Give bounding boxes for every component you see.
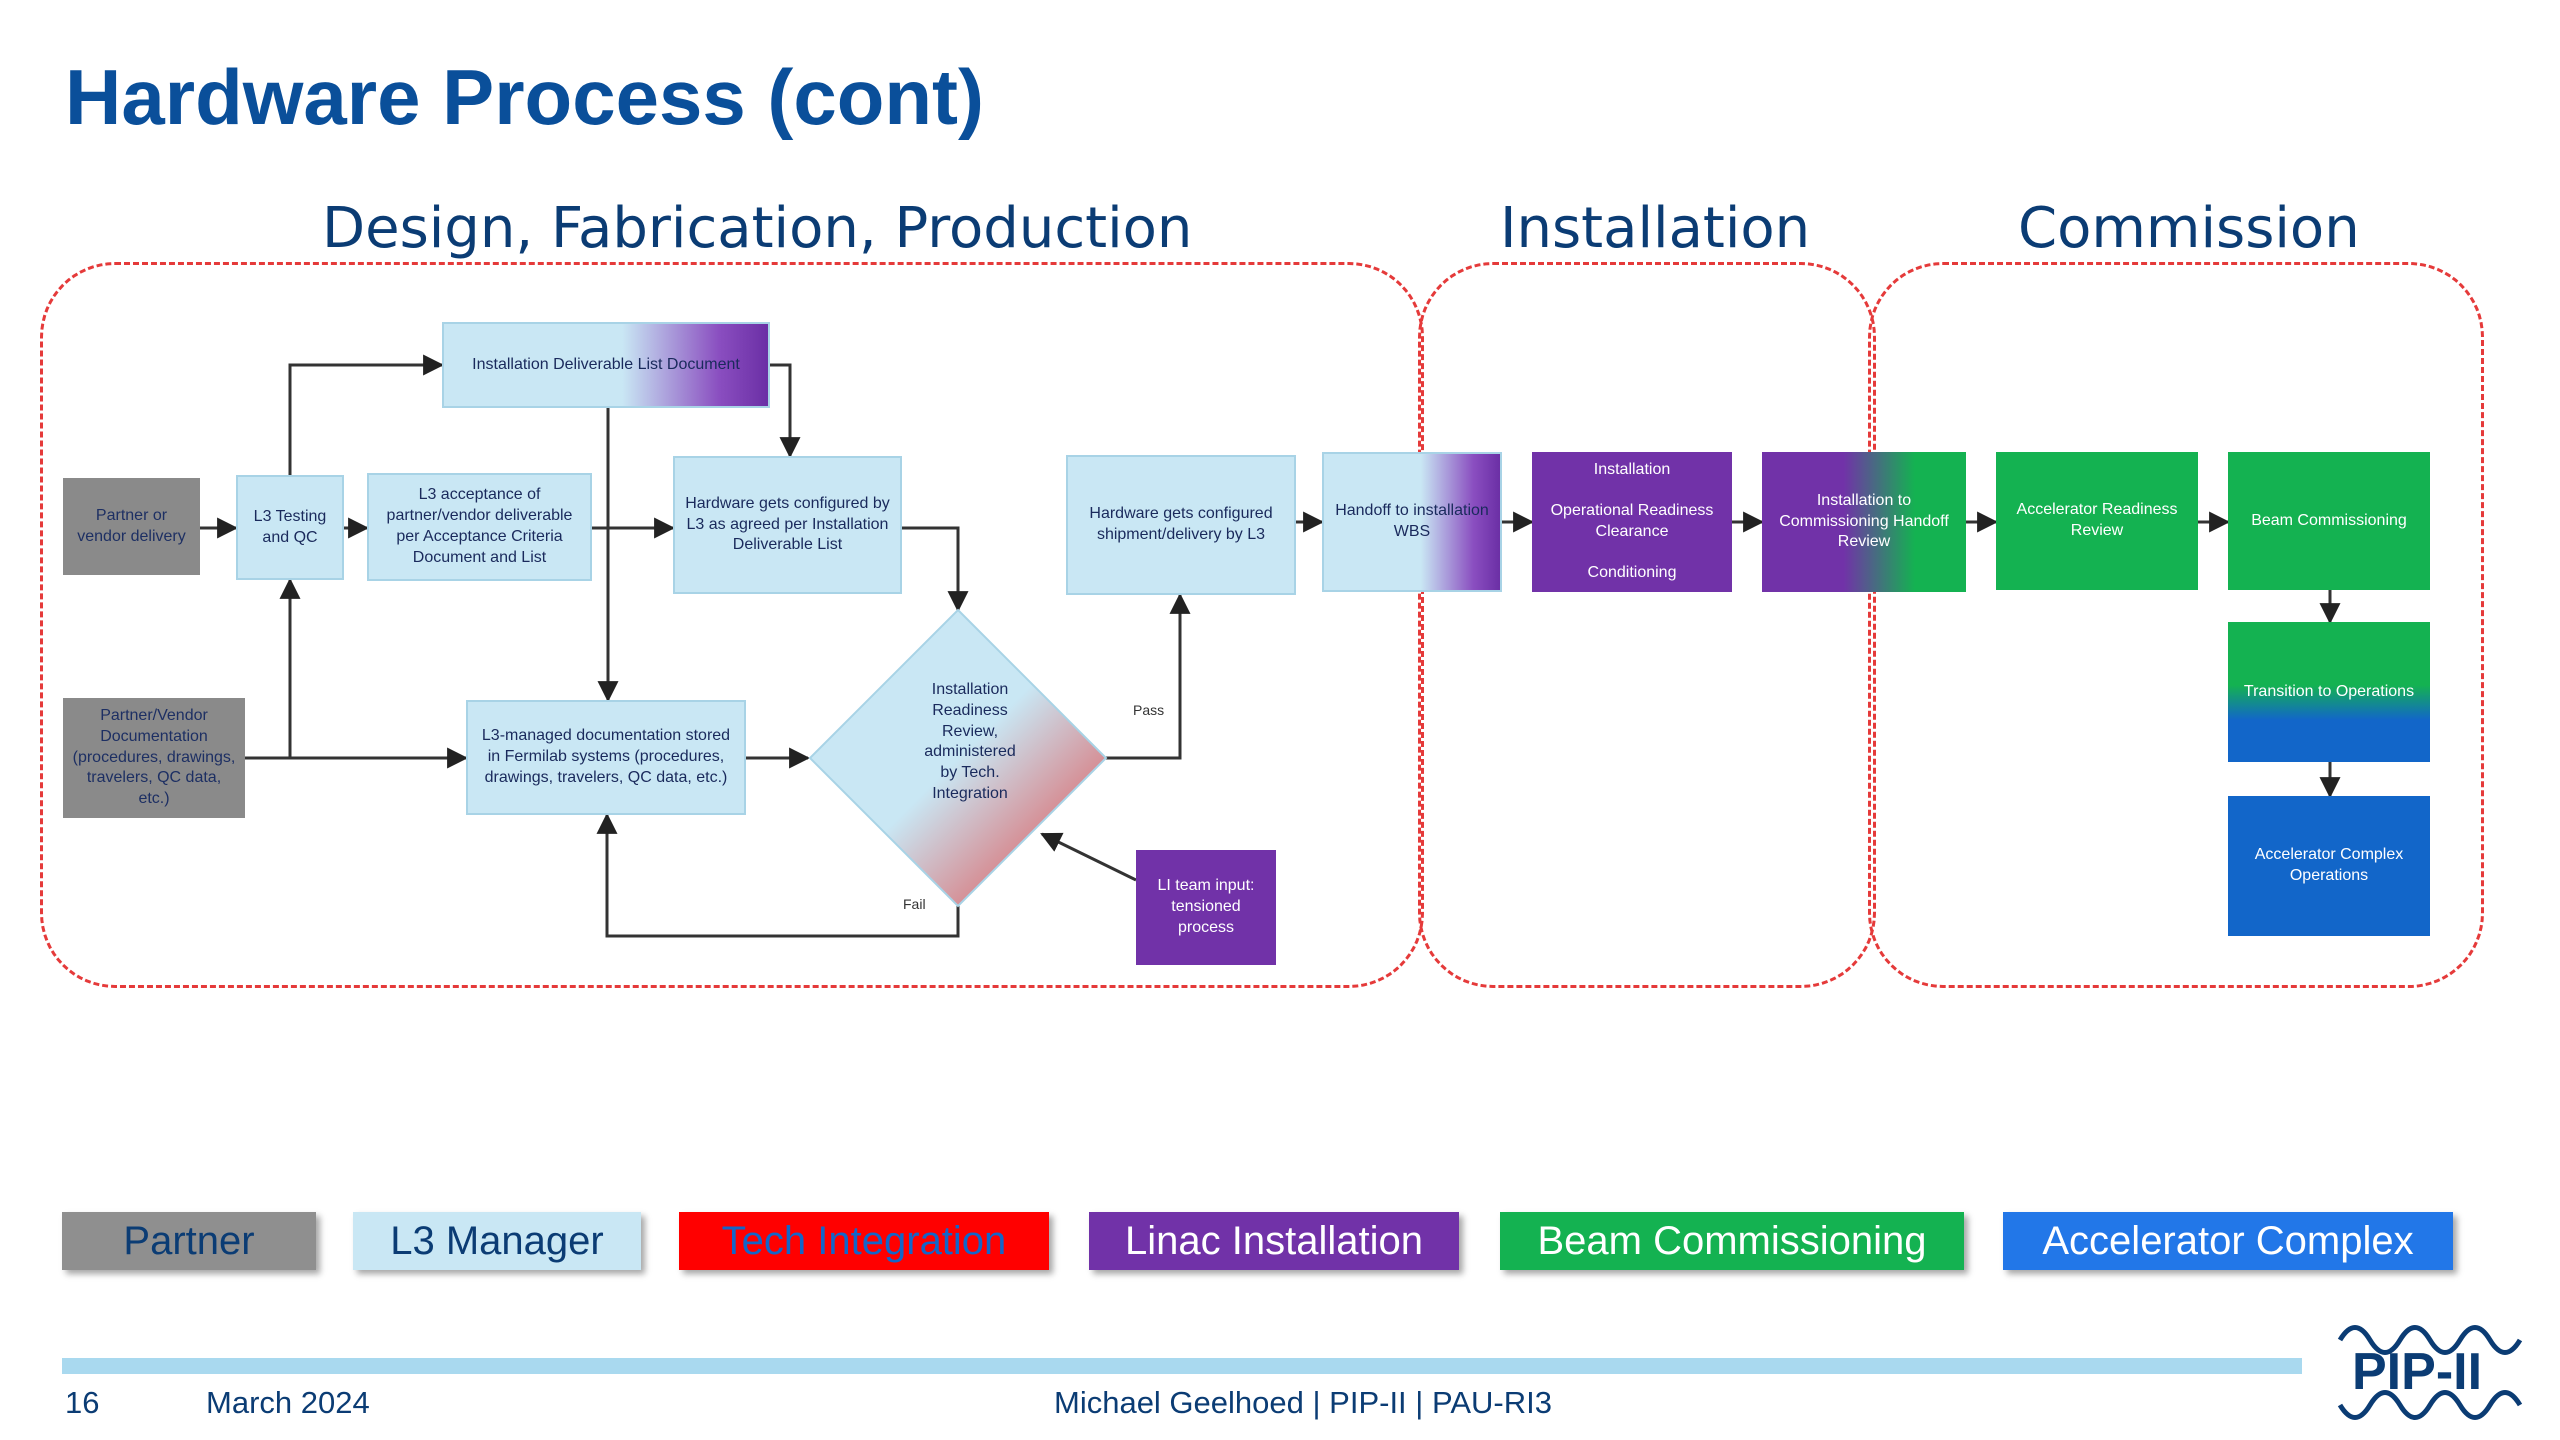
node-partner-vendor-documentation: Partner/Vendor Documentation (procedures… bbox=[63, 698, 245, 818]
legend-partner: Partner bbox=[62, 1212, 316, 1270]
node-handoff-installation-wbs: Handoff to installation WBS bbox=[1322, 452, 1502, 592]
node-partner-vendor-delivery: Partner or vendor delivery bbox=[63, 478, 200, 575]
phase-installation-region bbox=[1418, 262, 1876, 988]
phase-design-region bbox=[40, 262, 1424, 988]
logo-wave-icon bbox=[2337, 1325, 2523, 1420]
edge-li-input-to-review bbox=[1040, 832, 1137, 882]
legend-beam-commissioning: Beam Commissioning bbox=[1500, 1212, 1964, 1270]
edge-review-pass bbox=[1106, 592, 1191, 760]
section-design-label: Design, Fabrication, Production bbox=[322, 196, 1193, 261]
node-transition-operations: Transition to Operations bbox=[2228, 622, 2430, 762]
node-accelerator-readiness-review: Accelerator Readiness Review bbox=[1996, 452, 2198, 590]
node-li-team-input: LI team input: tensioned process bbox=[1136, 850, 1276, 965]
page-number: 16 bbox=[65, 1385, 100, 1420]
legend-linac-installation: Linac Installation bbox=[1089, 1212, 1459, 1270]
legend-tech-integration: Tech Integration bbox=[679, 1212, 1049, 1270]
pip-ii-logo: PIP-II bbox=[2330, 1310, 2530, 1430]
footer-divider bbox=[62, 1358, 2302, 1374]
node-accelerator-complex-operations: Accelerator Complex Operations bbox=[2228, 796, 2430, 936]
decision-diamond-shape bbox=[808, 608, 1108, 908]
section-commission-label: Commission bbox=[2018, 196, 2360, 261]
conditioning-label: Conditioning bbox=[1587, 564, 1677, 582]
installation-label: Installation bbox=[1593, 461, 1671, 478]
legend-l3-manager: L3 Manager bbox=[353, 1212, 641, 1270]
presenter-info: Michael Geelhoed | PIP-II | PAU-RI3 bbox=[1054, 1385, 1552, 1420]
node-installation-deliverable-list: Installation Deliverable List Document bbox=[442, 322, 770, 408]
edge-documentation-to-testing bbox=[245, 577, 301, 760]
edge-label-pass: Pass bbox=[1133, 702, 1165, 718]
node-hardware-configured-l3: Hardware gets configured by L3 as agreed… bbox=[673, 456, 902, 594]
node-beam-commissioning: Beam Commissioning bbox=[2228, 452, 2430, 590]
edge-configured-to-review bbox=[902, 526, 969, 613]
node-installation-readiness-review: Installation Readiness Review, administe… bbox=[924, 681, 1016, 802]
edge-label-fail: Fail bbox=[903, 896, 926, 912]
phase-commission-region bbox=[1868, 262, 2484, 988]
node-l3-acceptance: L3 acceptance of partner/vendor delivera… bbox=[367, 473, 592, 581]
edge-testing-to-deliverable-list bbox=[288, 354, 445, 475]
node-l3-testing-qc: L3 Testing and QC bbox=[236, 475, 344, 580]
logo-text: PIP-II bbox=[2352, 1343, 2483, 1401]
presentation-date: March 2024 bbox=[206, 1385, 370, 1420]
edge-review-fail bbox=[596, 812, 960, 938]
node-installation-operational-readiness: Installation Operational Readiness Clear… bbox=[1532, 452, 1732, 592]
section-installation-label: Installation bbox=[1500, 196, 1811, 261]
node-hardware-configured-shipment: Hardware gets configured shipment/delive… bbox=[1066, 455, 1296, 595]
operational-readiness-clearance-label: Operational Readiness Clearance bbox=[1550, 502, 1714, 540]
node-installation-commissioning-handoff: Installation to Commissioning Handoff Re… bbox=[1762, 452, 1966, 592]
legend-accelerator-complex: Accelerator Complex bbox=[2003, 1212, 2453, 1270]
edge-deliverable-list-to-configured bbox=[770, 363, 801, 459]
node-l3-managed-documentation: L3-managed documentation stored in Fermi… bbox=[466, 700, 746, 815]
page-title: Hardware Process (cont) bbox=[65, 53, 984, 141]
